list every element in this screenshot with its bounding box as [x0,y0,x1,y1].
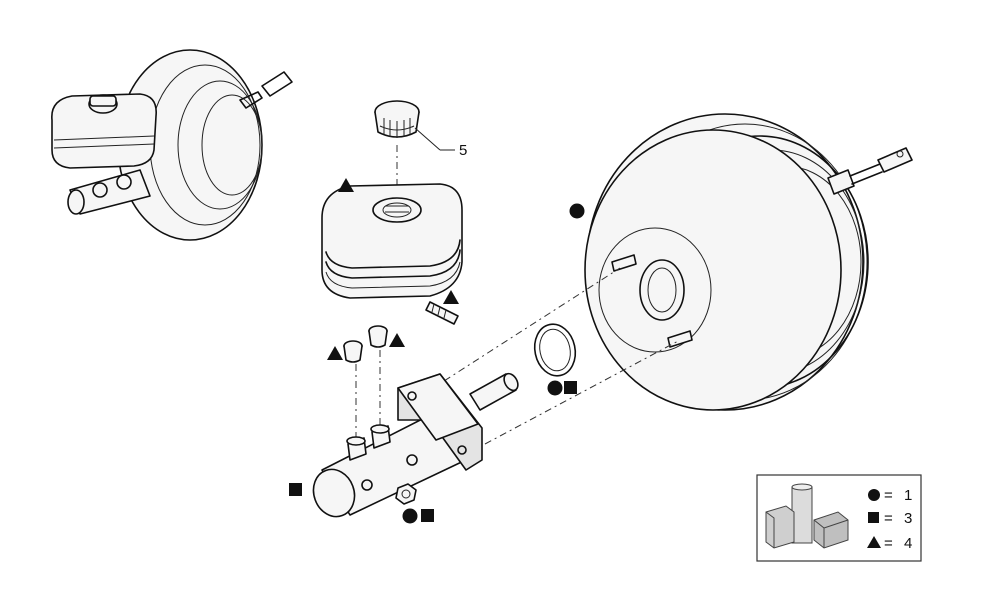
assembled-booster-thumbnail [51,49,293,241]
marker-square-cylinder [289,483,302,496]
nut [395,483,417,505]
marker-triangle-grommet-right [389,333,405,347]
grommet-left [343,340,363,363]
legend-eq-1: = [884,487,893,504]
marker-triangle-reservoir [338,178,354,192]
marker-triangle-grommet-left [327,346,343,360]
legend-value-square: 3 [904,510,912,527]
legend-circle-icon [868,489,880,501]
marker-circle-booster [569,203,585,219]
brake-booster [584,113,913,411]
marker-circle-seal [547,380,563,396]
marker-square-nut [421,509,434,522]
legend-eq-3: = [884,535,893,552]
legend-eq-2: = [884,510,893,527]
lubricant-products-illustration [765,483,849,549]
callout-leader [414,127,441,151]
legend-square-icon [868,512,879,523]
lubricant-legend: = 1 = 3 = 4 [756,474,922,562]
legend-triangle-icon [867,536,881,548]
seal-ring [533,323,577,377]
legend-value-triangle: 4 [904,535,912,552]
reservoir-cap [374,100,420,138]
callout-number: 5 [459,142,467,159]
grommet-right [368,325,388,348]
marker-triangle-screw [443,290,459,304]
master-cylinder [312,372,519,518]
marker-circle-nut [402,508,418,524]
fluid-reservoir [321,183,463,299]
reservoir-screw [425,301,459,325]
assembly-axis-upper [429,267,621,391]
marker-square-seal [564,381,577,394]
assembly-axis-lower [469,339,681,453]
legend-value-circle: 1 [904,487,912,504]
